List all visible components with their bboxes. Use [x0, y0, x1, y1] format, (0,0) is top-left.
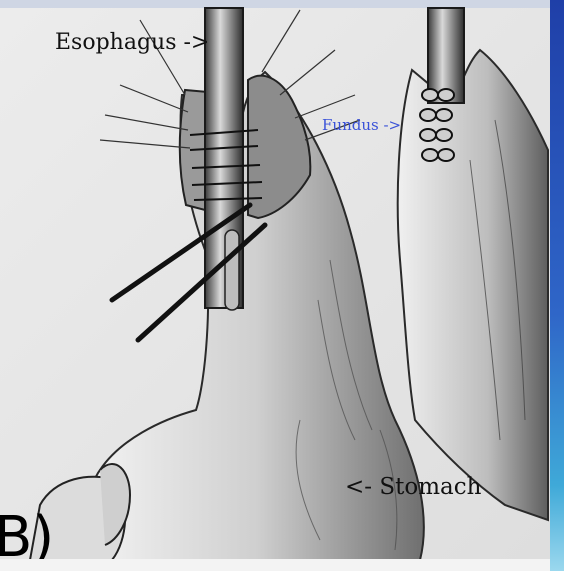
esophagus-label: Esophagus -> [55, 32, 209, 54]
right-accent-edge [550, 0, 564, 571]
figure-panel-letter: B) [0, 510, 54, 566]
bougie [225, 230, 239, 310]
fundus-label: Fundus -> [322, 118, 401, 133]
bottom-strip [0, 559, 564, 571]
stomach-label: <- Stomach [345, 476, 481, 499]
